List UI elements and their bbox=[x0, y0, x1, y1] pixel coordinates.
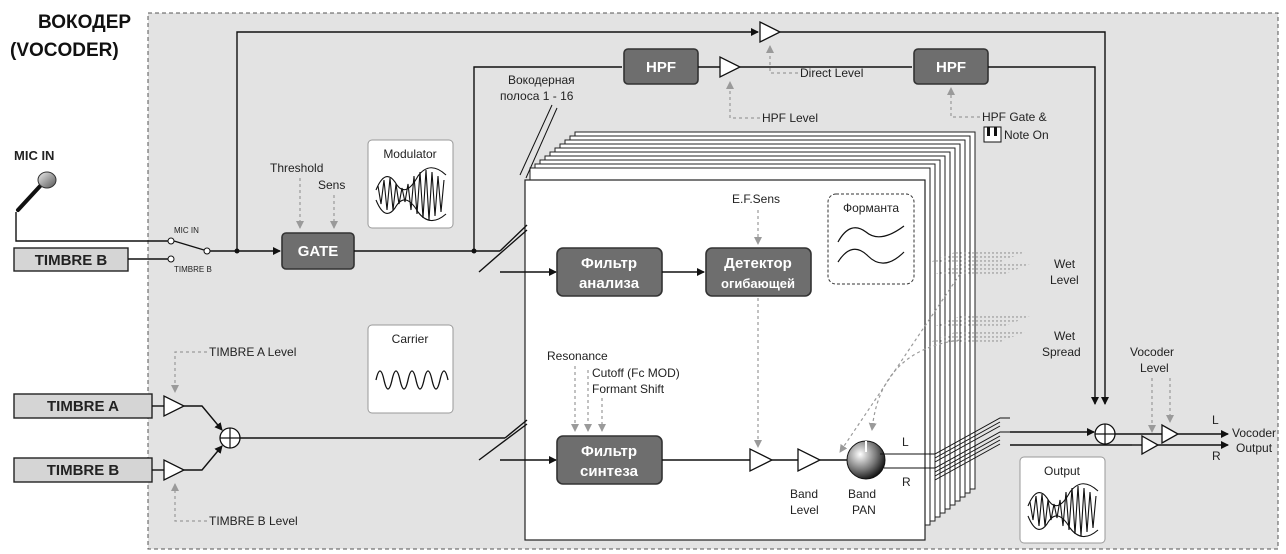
output-waveform-icon bbox=[1027, 483, 1099, 538]
analysis-filter-label-1: Фильтр bbox=[581, 255, 637, 272]
hpf-level-amp bbox=[719, 55, 742, 79]
formant-curves-icon bbox=[837, 225, 905, 264]
wet-spread-label-1: Wet bbox=[1054, 329, 1076, 343]
band-label-2: полоса 1 - 16 bbox=[500, 89, 574, 103]
modulator-waveform-icon bbox=[375, 167, 447, 222]
envelope-detector-label-1: Детектор bbox=[724, 255, 792, 272]
wet-spread-label-2: Spread bbox=[1042, 345, 1081, 359]
output-l-label: L bbox=[1212, 413, 1219, 427]
direct-level-label: Direct Level bbox=[800, 66, 863, 80]
vocoder-level-amp-r bbox=[1141, 434, 1160, 456]
band-level-label-1: Band bbox=[790, 487, 818, 501]
hpf-label-2: HPF bbox=[936, 59, 966, 76]
timbre-a-level-label: TIMBRE A Level bbox=[209, 345, 296, 359]
switch-label-mic-in: MIC IN bbox=[174, 226, 199, 235]
switch-label-timbre-b: TIMBRE B bbox=[174, 265, 212, 274]
envelope-detector-block bbox=[705, 247, 812, 297]
ef-sens-label: E.F.Sens bbox=[732, 192, 780, 206]
cutoff-label: Cutoff (Fc MOD) bbox=[592, 366, 680, 380]
title-line-1: ВОКОДЕР bbox=[38, 12, 131, 33]
band-level-label-2: Level bbox=[790, 503, 819, 517]
hpf-label-1: HPF bbox=[646, 59, 676, 76]
pan-ch-l-label: L bbox=[902, 435, 909, 449]
mic-in-heading: MIC IN bbox=[14, 148, 54, 163]
wet-spread-plane bbox=[930, 316, 1030, 328]
band-label-1: Вокодерная bbox=[508, 73, 575, 87]
output-box-label: Output bbox=[1044, 464, 1081, 478]
band-output-bus bbox=[880, 417, 1010, 481]
timbre-a-amp bbox=[163, 394, 186, 418]
carrier-waveform-icon bbox=[375, 370, 449, 390]
synthesis-filter-label-1: Фильтр bbox=[581, 443, 637, 460]
timbre-b-level-label: TIMBRE B Level bbox=[209, 514, 298, 528]
hpf-gate-label-1: HPF Gate & bbox=[982, 110, 1047, 124]
timbre-b-amp bbox=[163, 458, 186, 482]
wet-level-plane bbox=[930, 250, 1030, 262]
microphone-icon bbox=[16, 171, 57, 212]
vocoder-level-label-1: Vocoder bbox=[1130, 345, 1174, 359]
threshold-label: Threshold bbox=[270, 161, 323, 175]
formant-shift-label: Formant Shift bbox=[592, 382, 665, 396]
band-pan-label-2: PAN bbox=[852, 503, 876, 517]
vocoder-level-amp-l bbox=[1161, 423, 1180, 445]
band-level-amp bbox=[797, 447, 822, 473]
band-pan-label-1: Band bbox=[848, 487, 876, 501]
carrier-box bbox=[367, 324, 454, 414]
timbre-a-label: TIMBRE A bbox=[47, 398, 119, 415]
timbre-b-top-label: TIMBRE B bbox=[35, 252, 108, 269]
envelope-vca-amp bbox=[749, 447, 774, 473]
title-line-2: (VOCODER) bbox=[10, 40, 119, 61]
direct-level-amp bbox=[759, 20, 782, 44]
modulator-label: Modulator bbox=[383, 147, 436, 161]
output-box bbox=[1019, 456, 1106, 544]
carrier-label: Carrier bbox=[392, 332, 429, 346]
output-label-1: Vocoder bbox=[1232, 426, 1276, 440]
output-label-2: Output bbox=[1236, 441, 1273, 455]
hpf-level-label: HPF Level bbox=[762, 111, 818, 125]
analysis-filter-label-2: анализа bbox=[579, 275, 640, 292]
envelope-detector-label-2: огибающей bbox=[721, 276, 795, 291]
wet-level-label-1: Wet bbox=[1054, 257, 1076, 271]
carrier-mixer-sum bbox=[219, 427, 241, 449]
resonance-label: Resonance bbox=[547, 349, 608, 363]
wet-level-label-2: Level bbox=[1050, 273, 1079, 287]
timbre-b-bottom-label: TIMBRE B bbox=[47, 462, 120, 479]
output-mixer-sum bbox=[1094, 423, 1116, 445]
formant-label: Форманта bbox=[843, 201, 899, 215]
pan-ch-r-label: R bbox=[902, 475, 911, 489]
sens-label: Sens bbox=[318, 178, 345, 192]
vocoder-level-label-2: Level bbox=[1140, 361, 1169, 375]
hpf-gate-label-2: Note On bbox=[1004, 128, 1049, 142]
synthesis-filter-label-2: синтеза bbox=[580, 463, 639, 480]
formant-box bbox=[827, 193, 915, 285]
output-r-label: R bbox=[1212, 449, 1221, 463]
gate-label: GATE bbox=[298, 243, 339, 260]
vocoder-band-stack bbox=[524, 131, 976, 541]
timbre-a-input bbox=[13, 393, 153, 419]
keyboard-icon bbox=[983, 126, 1002, 143]
modulator-box bbox=[367, 139, 454, 229]
